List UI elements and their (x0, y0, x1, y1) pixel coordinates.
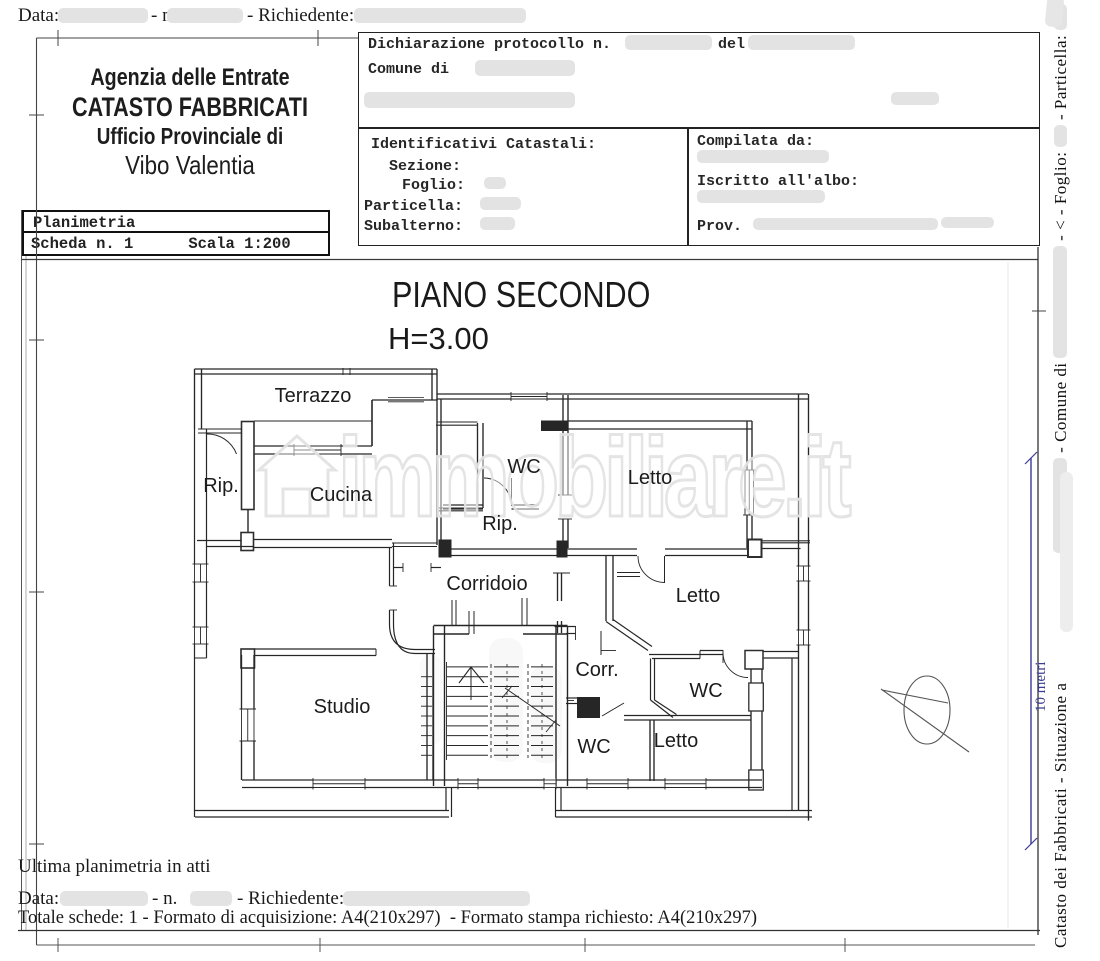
svg-text:WC: WC (689, 680, 722, 702)
svg-text:WC: WC (507, 456, 540, 478)
svg-text:Corr.: Corr. (575, 659, 618, 681)
svg-text:Corridoio: Corridoio (446, 573, 527, 595)
svg-text:immobiliare.it: immobiliare.it (338, 416, 851, 541)
svg-text:Rip.: Rip. (203, 475, 239, 497)
svg-text:Letto: Letto (654, 730, 698, 752)
svg-text:Rip.: Rip. (482, 513, 518, 535)
svg-text:WC: WC (577, 736, 610, 758)
svg-text:Cucina: Cucina (310, 484, 373, 506)
svg-text:Terrazzo: Terrazzo (275, 385, 352, 407)
svg-text:Studio: Studio (314, 696, 371, 718)
svg-text:Letto: Letto (676, 585, 720, 607)
svg-text:Letto: Letto (628, 467, 672, 489)
